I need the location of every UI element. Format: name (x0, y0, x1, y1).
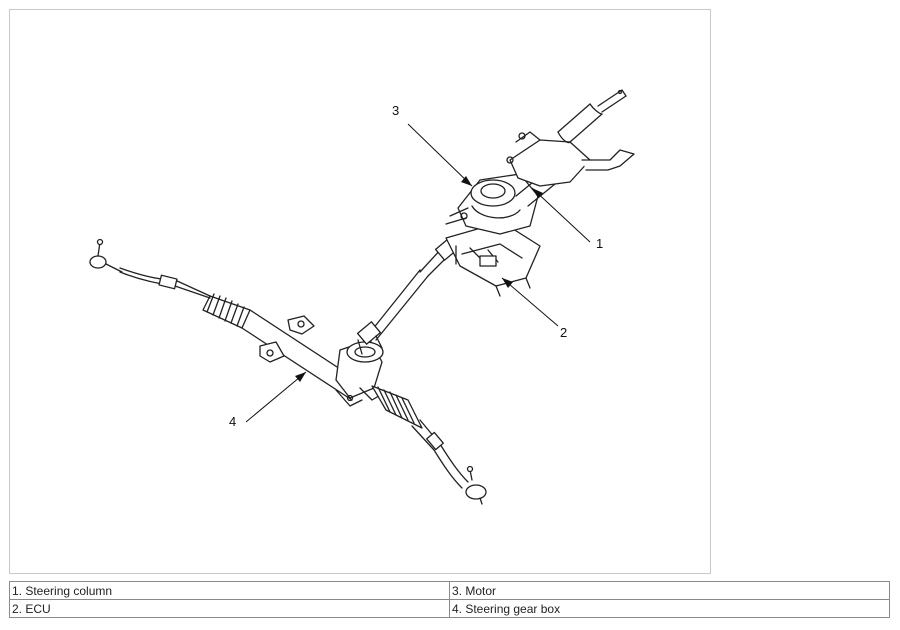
legend-row: 2. ECU 4. Steering gear box (9, 599, 890, 618)
motor (445, 173, 539, 235)
diagram-frame: 1 2 3 4 (9, 9, 711, 574)
legend-table: 1. Steering column 3. Motor 2. ECU 4. St… (9, 581, 890, 618)
ecu (445, 221, 541, 297)
steering-column (506, 89, 635, 207)
callout-4: 4 (229, 414, 236, 429)
callout-1: 1 (596, 236, 603, 251)
legend-item-motor: 3. Motor (449, 581, 890, 600)
legend-item-steering-column: 1. Steering column (9, 581, 450, 600)
leader-lines (245, 123, 591, 423)
arrowhead-1 (532, 188, 543, 198)
arrowhead-4 (295, 372, 306, 382)
steering-gear-box (89, 238, 487, 505)
steering-system-diagram: 1 2 3 4 (89, 89, 635, 505)
legend-item-ecu: 2. ECU (9, 599, 450, 618)
legend-row: 1. Steering column 3. Motor (9, 581, 890, 600)
arrowhead-3 (461, 176, 472, 186)
arrowhead-2 (502, 278, 513, 288)
legend-item-steering-gear-box: 4. Steering gear box (449, 599, 890, 618)
intermediate-shaft (356, 237, 465, 355)
callout-3: 3 (392, 103, 399, 118)
callout-2: 2 (560, 325, 567, 340)
